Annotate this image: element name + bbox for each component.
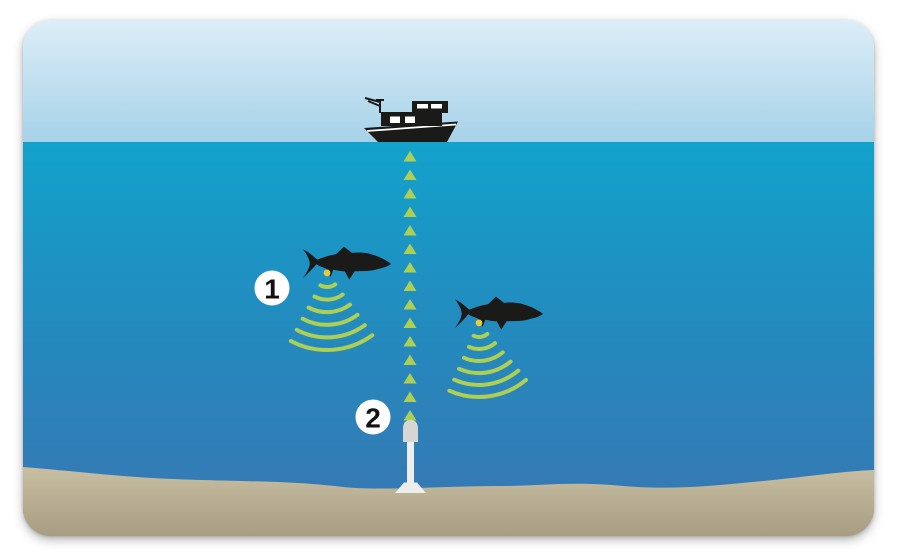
sky-background [23, 20, 874, 142]
fish-silhouette [455, 296, 544, 330]
ping-triangle-icon [403, 262, 417, 273]
marker-1: 1 [254, 270, 290, 306]
ping-triangle-icon [403, 391, 417, 402]
survey-boat [364, 97, 458, 142]
fish-2-group [447, 296, 544, 399]
receiver-stem [407, 440, 414, 485]
ping-triangle-icon [403, 410, 417, 421]
fish-2-signal-arcs [447, 331, 528, 399]
fish-1-signal-arcs [288, 282, 375, 352]
ping-triangle-icon [403, 206, 417, 217]
boat-window [417, 104, 428, 109]
marker-1-number: 1 [264, 274, 280, 305]
marker-2: 2 [355, 399, 391, 435]
acoustic-tag-icon [475, 319, 483, 327]
ping-triangle-icon [403, 169, 417, 180]
acoustic-tag-icon [323, 269, 331, 277]
boat-window [405, 116, 415, 123]
ping-triangle-icon [403, 188, 417, 199]
ping-triangle-icon [403, 299, 417, 310]
ping-trail [403, 151, 417, 421]
ping-triangle-icon [403, 151, 417, 162]
receiver-base [395, 482, 426, 493]
ping-triangle-icon [403, 336, 417, 347]
ping-triangle-icon [403, 280, 417, 291]
ping-triangle-icon [403, 225, 417, 236]
marker-1-circle [254, 270, 290, 306]
marker-2-circle [355, 399, 391, 435]
receiver-hydrophone-cap [403, 420, 418, 442]
fish-silhouette [303, 246, 392, 280]
boat-window [431, 104, 442, 109]
boat-mast-rigging [364, 97, 384, 113]
fish-1-group [288, 246, 392, 352]
seafloor-sand [23, 467, 874, 536]
water-background [23, 142, 874, 536]
acoustic-receiver [395, 420, 426, 493]
boat-window [390, 116, 400, 123]
ping-triangle-icon [403, 317, 417, 328]
ping-triangle-icon [403, 354, 417, 365]
illustration-card: 1 2 [23, 20, 874, 536]
ping-triangle-icon [403, 243, 417, 254]
ping-triangle-icon [403, 373, 417, 384]
marker-2-number: 2 [365, 403, 381, 434]
